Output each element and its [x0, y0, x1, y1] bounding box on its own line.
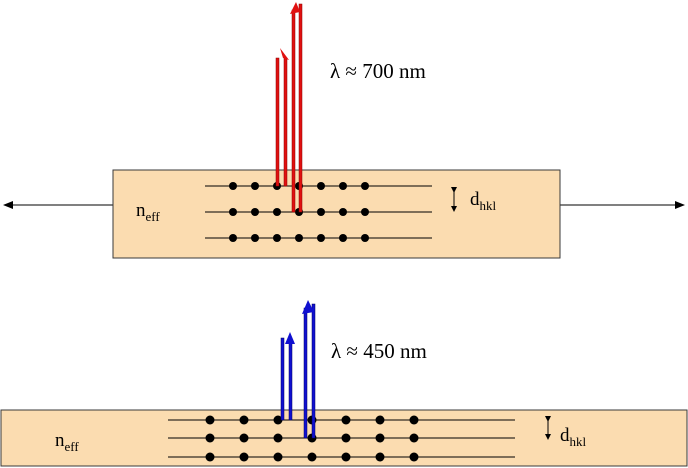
red-ray-arrowhead — [280, 48, 289, 60]
lattice-dot — [205, 452, 215, 462]
blue-ray — [280, 337, 285, 421]
bottom-blue-rays — [280, 300, 316, 439]
lattice-dot — [317, 234, 325, 242]
lattice-dot — [307, 452, 317, 462]
blue-ray — [311, 303, 316, 439]
top-wavelength-label: λ ≈ 700 nm — [330, 59, 426, 83]
top-lattice-dots — [229, 182, 369, 242]
blue-ray — [288, 339, 293, 421]
top-panel: λ ≈ 700 nm neff dhkl — [3, 2, 685, 259]
lattice-dot — [375, 415, 385, 425]
lattice-dot — [361, 234, 369, 242]
top-lattice — [205, 182, 432, 242]
bottom-panel: λ ≈ 450 nm neff dhkl — [0, 300, 688, 467]
lattice-dot — [317, 208, 325, 216]
lattice-dot — [341, 415, 351, 425]
lattice-dot — [409, 433, 419, 443]
lattice-dot — [205, 415, 215, 425]
lattice-dot — [409, 452, 419, 462]
lattice-dot — [341, 433, 351, 443]
top-red-rays — [275, 2, 303, 213]
lattice-dot — [375, 433, 385, 443]
lattice-dot — [205, 433, 215, 443]
lattice-dot — [273, 415, 283, 425]
lattice-dot — [229, 234, 237, 242]
red-ray — [283, 57, 288, 187]
lattice-dot — [339, 208, 347, 216]
lattice-dot — [251, 234, 259, 242]
lattice-dot — [239, 415, 249, 425]
red-ray-arrowhead — [290, 2, 300, 14]
red-ray — [298, 3, 303, 213]
blue-ray-arrowhead — [302, 300, 314, 314]
blue-ray — [303, 307, 308, 439]
lattice-dot — [361, 182, 369, 190]
lattice-dot — [375, 452, 385, 462]
lattice-dot — [251, 182, 259, 190]
lattice-dot — [341, 452, 351, 462]
red-ray — [291, 9, 296, 213]
top-dhkl-label: dhkl — [470, 189, 497, 213]
top-slab — [112, 169, 561, 259]
lattice-dot — [339, 182, 347, 190]
bottom-lattice-dots — [205, 415, 419, 462]
lattice-dot — [239, 452, 249, 462]
lattice-dot — [229, 182, 237, 190]
bottom-lattice — [168, 415, 515, 462]
lattice-dot — [273, 452, 283, 462]
bottom-dhkl-label: dhkl — [560, 425, 587, 449]
lattice-dot — [273, 208, 281, 216]
lattice-dot — [251, 208, 259, 216]
lattice-dot — [273, 234, 281, 242]
top-neff-label: neff — [136, 200, 160, 224]
lattice-dot — [361, 208, 369, 216]
lattice-dot — [295, 234, 303, 242]
lattice-dot — [409, 415, 419, 425]
lattice-dot — [239, 433, 249, 443]
bottom-wavelength-label: λ ≈ 450 nm — [331, 339, 427, 363]
lattice-dot — [317, 182, 325, 190]
lattice-dot — [273, 433, 283, 443]
lattice-dot — [339, 234, 347, 242]
blue-ray-arrowhead — [285, 332, 295, 344]
bottom-neff-label: neff — [55, 430, 79, 454]
lattice-dot — [229, 208, 237, 216]
red-ray — [275, 57, 280, 187]
